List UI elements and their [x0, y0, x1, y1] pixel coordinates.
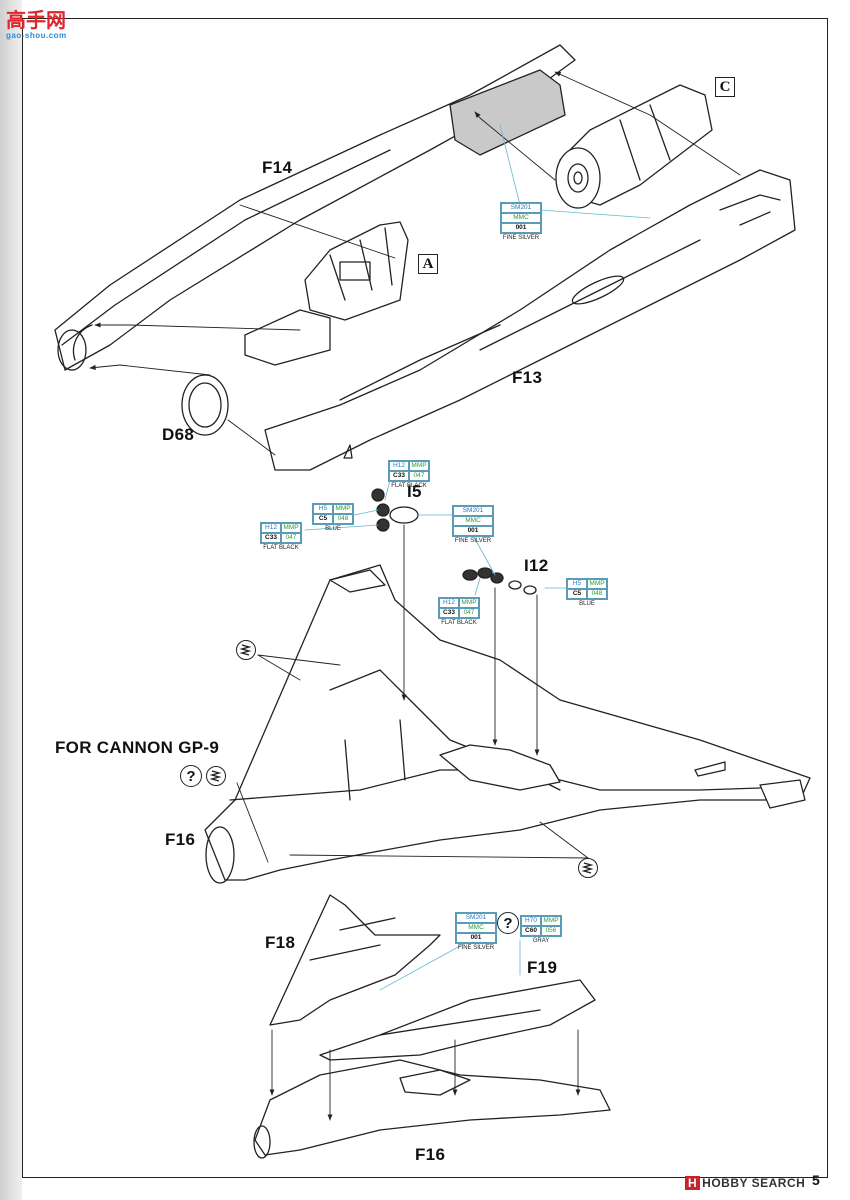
part-label-i12: I12: [524, 556, 549, 575]
optional-question-icon: ?: [497, 912, 519, 934]
wing-lower-f16-step3: [253, 1059, 611, 1159]
cockpit-tub: [244, 309, 331, 366]
part-label-d68: D68: [162, 425, 195, 444]
wing-upper-f18: [269, 894, 441, 1026]
fuselage-half-f13: [264, 169, 796, 471]
wing-upper-f19: [319, 979, 596, 1061]
glue-icon: [206, 766, 226, 786]
part-label-f14: F14: [262, 158, 293, 177]
step2-leaders: [236, 524, 589, 863]
page-number: 5: [812, 1172, 820, 1188]
wing-lower-f16-step2: [204, 564, 811, 884]
part-label-f19: F19: [527, 958, 558, 977]
grey-interior-panel: [449, 69, 566, 156]
subassembly-box-c: C: [715, 77, 735, 97]
glue-icon: [236, 640, 256, 660]
step3-leaders: [269, 1029, 581, 1121]
intake-ring-d68: [181, 374, 229, 436]
step1-paint-leaders: [499, 124, 651, 219]
scan-edge: [0, 0, 22, 1200]
part-label-f13: F13: [512, 368, 543, 387]
option-note-cannon: FOR CANNON GP-9: [55, 738, 220, 757]
step1-leaders: [89, 71, 741, 456]
part-label-f16-step2: F16: [165, 830, 196, 849]
subassembly-box-a: A: [418, 254, 438, 274]
optional-question-icon: ?: [180, 765, 202, 787]
glue-icon: [578, 858, 598, 878]
page-border: [22, 18, 828, 1178]
part-label-f18: F18: [265, 933, 296, 952]
part-label-i5: I5: [407, 482, 422, 501]
gun-parts-i12: [462, 567, 537, 595]
gun-parts-i5: [371, 488, 419, 532]
ejection-seat: [304, 221, 409, 321]
part-label-f16-step3: F16: [415, 1145, 446, 1164]
engine-part-c: [555, 84, 713, 209]
watermark-logo: 高手网 gao-shou.com: [6, 8, 67, 40]
step3-paint-leaders: [379, 934, 521, 991]
